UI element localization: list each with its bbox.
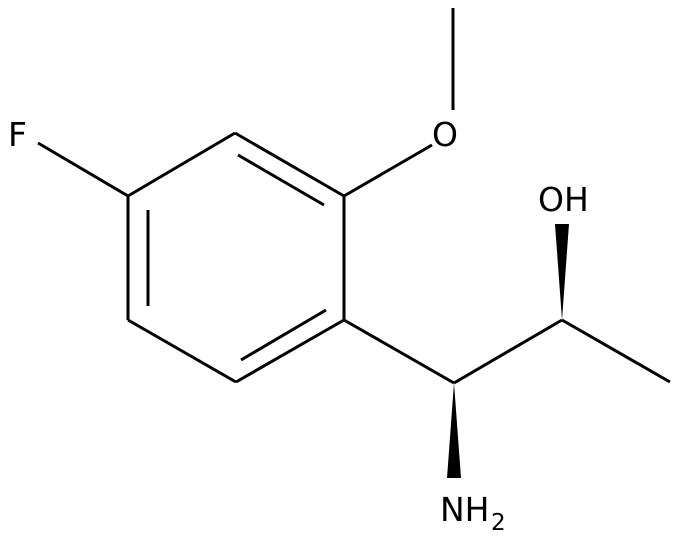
amine-subscript: 2 [491,510,506,536]
ring-bond-4 [235,318,345,384]
c-f-bond [37,141,129,198]
chiral-chiral-bond [453,318,563,385]
ring-bond-6 [234,131,345,198]
ring-chiral-bond [343,318,455,385]
ring-double-inner-2 [240,308,327,362]
hydroxyl-label: OH [538,180,589,219]
fluorine-label: F [8,115,27,154]
c-o-bond [343,143,433,198]
ring-bond-3 [127,318,237,384]
wedge-bond-hydroxyl [555,224,569,320]
chiral-methyl-bond [561,318,671,384]
bonds [37,8,671,385]
amine-label: NH [440,490,490,529]
methoxy-oxygen-label: O [432,115,458,154]
wedge-bond-amine [447,383,461,478]
ring-double-inner-3 [237,153,325,207]
ring-bond-1 [127,131,236,198]
